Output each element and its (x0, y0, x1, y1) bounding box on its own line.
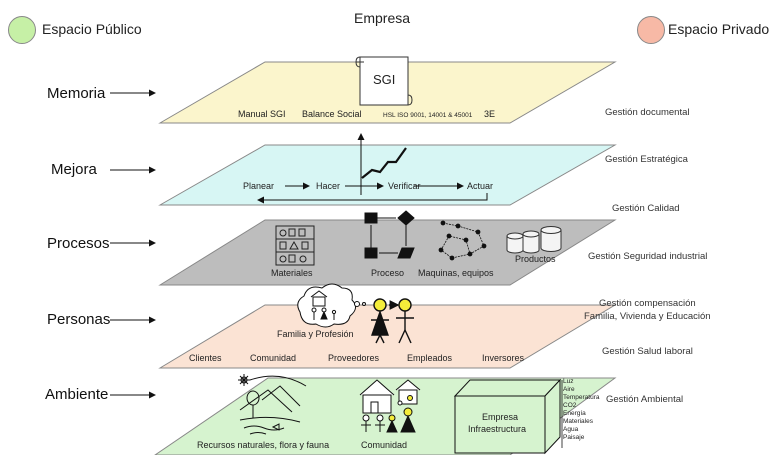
stakeholder-comunidad: Comunidad (250, 353, 297, 363)
arrow-feedback-loop (257, 193, 488, 204)
layer-label-procesos: Procesos (47, 235, 110, 252)
memoria-item-manual: Manual SGI (238, 109, 286, 119)
machines-network-icon (438, 220, 487, 261)
layer-label-ambiente: Ambiente (45, 386, 109, 403)
materials-shelf-icon (275, 225, 315, 266)
mgmt-estrategica: Gestión Estratégica (605, 154, 688, 165)
procesos-proceso: Proceso (371, 268, 405, 278)
legend-public-dot (8, 16, 36, 44)
stakeholder-empleados: Empleados (407, 353, 453, 363)
phva-planear: Planear (243, 181, 275, 191)
phva-actuar: Actuar (467, 181, 494, 191)
family-thought-cloud-icon (297, 283, 366, 328)
mgmt-documental: Gestión documental (605, 107, 690, 118)
layer-label-personas: Personas (47, 311, 111, 328)
mgmt-calidad: Gestión Calidad (612, 203, 680, 214)
procesos-materiales: Materiales (271, 268, 313, 278)
stakeholder-proveedores: Proveedores (328, 353, 380, 363)
procesos-productos: Productos (515, 254, 556, 264)
mgmt-familia: Familia, Vivienda y Educación (584, 311, 711, 322)
mgmt-seguridad: Gestión Seguridad industrial (588, 251, 708, 262)
input-temperatura: Temperatura (563, 394, 600, 401)
process-flowchart-icon (364, 210, 415, 259)
input-aire: Aire (563, 386, 575, 393)
input-luz: Luz (563, 378, 574, 385)
stakeholder-inversores: Inversores (482, 353, 525, 363)
legend-public-label: Espacio Público (42, 21, 142, 37)
community-icon (359, 379, 421, 433)
layer-label-memoria: Memoria (47, 85, 106, 102)
mgmt-salud: Gestión Salud laboral (602, 346, 693, 357)
company-box-icon (453, 378, 562, 455)
plane-mejora (158, 144, 617, 206)
input-paisaje: Paisaje (563, 434, 585, 441)
input-energia: Energía (563, 410, 586, 417)
phva-verificar: Verificar (388, 181, 421, 191)
plane-personas (158, 304, 617, 369)
memoria-item-balance: Balance Social (302, 109, 362, 119)
scroll-icon (355, 56, 413, 106)
input-agua: Agua (563, 426, 579, 433)
input-co2: CO2 (563, 402, 577, 409)
memoria-item-iso: HSL ISO 9001, 14001 & 45001 (383, 112, 473, 119)
procesos-maquinas: Maquinas, equipos (418, 268, 494, 278)
mgmt-ambiental: Gestión Ambiental (606, 394, 684, 405)
ambiente-comunidad: Comunidad (361, 440, 408, 450)
legend-private-label: Espacio Privado (668, 21, 769, 37)
infraestructura-label: Infraestructura (468, 424, 527, 434)
personas-familia: Familia y Profesión (277, 329, 354, 339)
products-icon (506, 226, 562, 254)
empresa-label: Empresa (482, 412, 519, 422)
memoria-item-3e: 3E (484, 109, 496, 119)
mgmt-compensacion: Gestión compensación (599, 298, 696, 309)
legend-private-dot (637, 16, 665, 44)
ambiente-recursos: Recursos naturales, flora y fauna (197, 440, 330, 450)
phva-hacer: Hacer (316, 181, 341, 191)
couple-icon (371, 298, 414, 344)
sgi-label: SGI (373, 72, 396, 87)
growth-chart-icon (361, 147, 407, 179)
layer-label-mejora: Mejora (51, 161, 97, 178)
diagram-title: Empresa (354, 10, 411, 26)
nature-icon (238, 374, 307, 435)
input-materiales: Materiales (563, 418, 593, 425)
stakeholder-clientes: Clientes (189, 353, 222, 363)
